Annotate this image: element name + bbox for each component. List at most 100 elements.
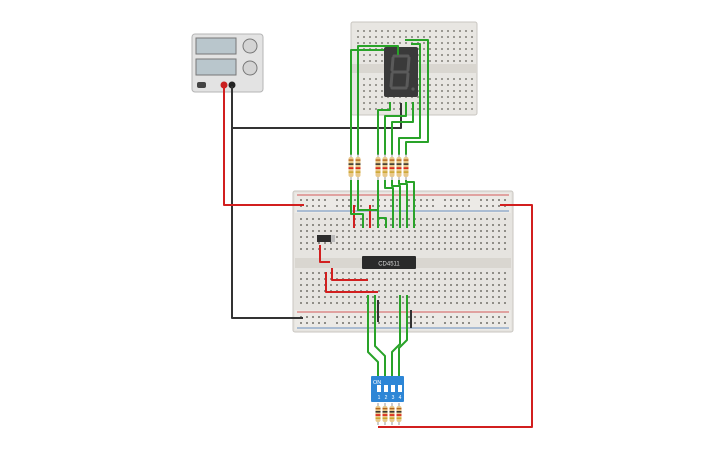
breadboard-hole xyxy=(450,272,452,274)
ic-label: CD4511 xyxy=(378,262,400,268)
breadboard-hole xyxy=(429,54,431,56)
resistor-band xyxy=(375,411,381,413)
rail-hole xyxy=(420,322,422,324)
breadboard-hole xyxy=(438,224,440,226)
breadboard-hole xyxy=(420,290,422,292)
breadboard-hole xyxy=(381,36,383,38)
breadboard-hole xyxy=(381,96,383,98)
negative-terminal[interactable] xyxy=(228,81,236,89)
breadboard-hole xyxy=(465,108,467,110)
voltage-knob[interactable] xyxy=(242,38,258,54)
breadboard-hole xyxy=(435,96,437,98)
breadboard-hole xyxy=(423,102,425,104)
breadboard-hole xyxy=(348,272,350,274)
breadboard-hole xyxy=(306,284,308,286)
current-knob[interactable] xyxy=(242,60,258,76)
breadboard-hole xyxy=(435,30,437,32)
rail-hole xyxy=(492,322,494,324)
breadboard-hole xyxy=(441,90,443,92)
rail-hole xyxy=(354,199,356,201)
breadboard-hole xyxy=(375,60,377,62)
breadboard-hole xyxy=(468,296,470,298)
positive-terminal[interactable] xyxy=(220,81,228,89)
breadboard-hole xyxy=(342,224,344,226)
breadboard-hole xyxy=(426,284,428,286)
breadboard-hole xyxy=(498,230,500,232)
dip-number-1: 1 xyxy=(378,395,381,401)
breadboard-hole xyxy=(435,48,437,50)
dip-toggle-3[interactable] xyxy=(391,385,395,392)
breadboard-hole xyxy=(474,272,476,274)
power-switch[interactable] xyxy=(197,82,206,88)
rail-hole xyxy=(468,322,470,324)
breadboard-hole xyxy=(384,230,386,232)
breadboard-hole xyxy=(471,30,473,32)
rail-hole xyxy=(498,316,500,318)
rail-hole xyxy=(408,205,410,207)
green-wire-13 xyxy=(398,180,408,228)
breadboard-hole xyxy=(504,302,506,304)
breadboard-hole xyxy=(423,48,425,50)
breadboard-hole xyxy=(381,78,383,80)
breadboard-hole xyxy=(369,30,371,32)
rail-hole xyxy=(504,316,506,318)
breadboard-hole xyxy=(471,84,473,86)
dip-toggle-2[interactable] xyxy=(384,385,388,392)
rail-hole xyxy=(342,205,344,207)
rail-hole xyxy=(372,199,374,201)
breadboard-hole xyxy=(456,296,458,298)
rail-hole xyxy=(462,205,464,207)
breadboard-hole xyxy=(450,230,452,232)
breadboard-hole xyxy=(453,78,455,80)
rail-hole xyxy=(390,199,392,201)
breadboard-hole xyxy=(300,296,302,298)
breadboard-hole xyxy=(498,242,500,244)
breadboard-hole xyxy=(360,248,362,250)
breadboard-hole xyxy=(444,272,446,274)
breadboard-hole xyxy=(348,302,350,304)
breadboard-hole xyxy=(378,284,380,286)
breadboard-hole xyxy=(369,84,371,86)
rail-hole xyxy=(360,205,362,207)
rail-hole xyxy=(456,322,458,324)
breadboard-hole xyxy=(498,284,500,286)
breadboard-hole xyxy=(336,218,338,220)
breadboard-hole xyxy=(348,218,350,220)
breadboard-hole xyxy=(462,302,464,304)
breadboard-hole xyxy=(390,218,392,220)
breadboard-hole xyxy=(306,224,308,226)
breadboard-hole xyxy=(468,272,470,274)
breadboard-hole xyxy=(348,230,350,232)
breadboard-hole xyxy=(399,42,401,44)
breadboard-hole xyxy=(369,96,371,98)
breadboard-hole xyxy=(384,296,386,298)
breadboard-hole xyxy=(420,296,422,298)
dip-toggle-1[interactable] xyxy=(377,385,381,392)
breadboard-hole xyxy=(396,248,398,250)
rail-hole xyxy=(432,199,434,201)
resistor-band xyxy=(389,411,395,413)
breadboard-hole xyxy=(369,78,371,80)
breadboard-hole xyxy=(441,36,443,38)
breadboard-hole xyxy=(390,278,392,280)
resistor-band xyxy=(396,171,402,173)
breadboard-hole xyxy=(447,78,449,80)
cd4511-ic: CD4511 xyxy=(362,256,416,269)
rail-hole xyxy=(432,205,434,207)
breadboard-hole xyxy=(366,272,368,274)
dip-switch[interactable]: ON 1 2 3 4 xyxy=(371,376,404,402)
breadboard-hole xyxy=(480,302,482,304)
breadboard-hole xyxy=(378,242,380,244)
breadboard-hole xyxy=(402,218,404,220)
power-supply[interactable] xyxy=(191,33,264,93)
resistor-band xyxy=(396,163,402,165)
breadboard-hole xyxy=(441,60,443,62)
breadboard-hole xyxy=(423,84,425,86)
breadboard-hole xyxy=(462,278,464,280)
breadboard-hole xyxy=(462,242,464,244)
dip-toggle-4[interactable] xyxy=(398,385,402,392)
breadboard-hole xyxy=(471,90,473,92)
rail-hole xyxy=(504,322,506,324)
breadboard-hole xyxy=(405,30,407,32)
breadboard-hole xyxy=(420,302,422,304)
